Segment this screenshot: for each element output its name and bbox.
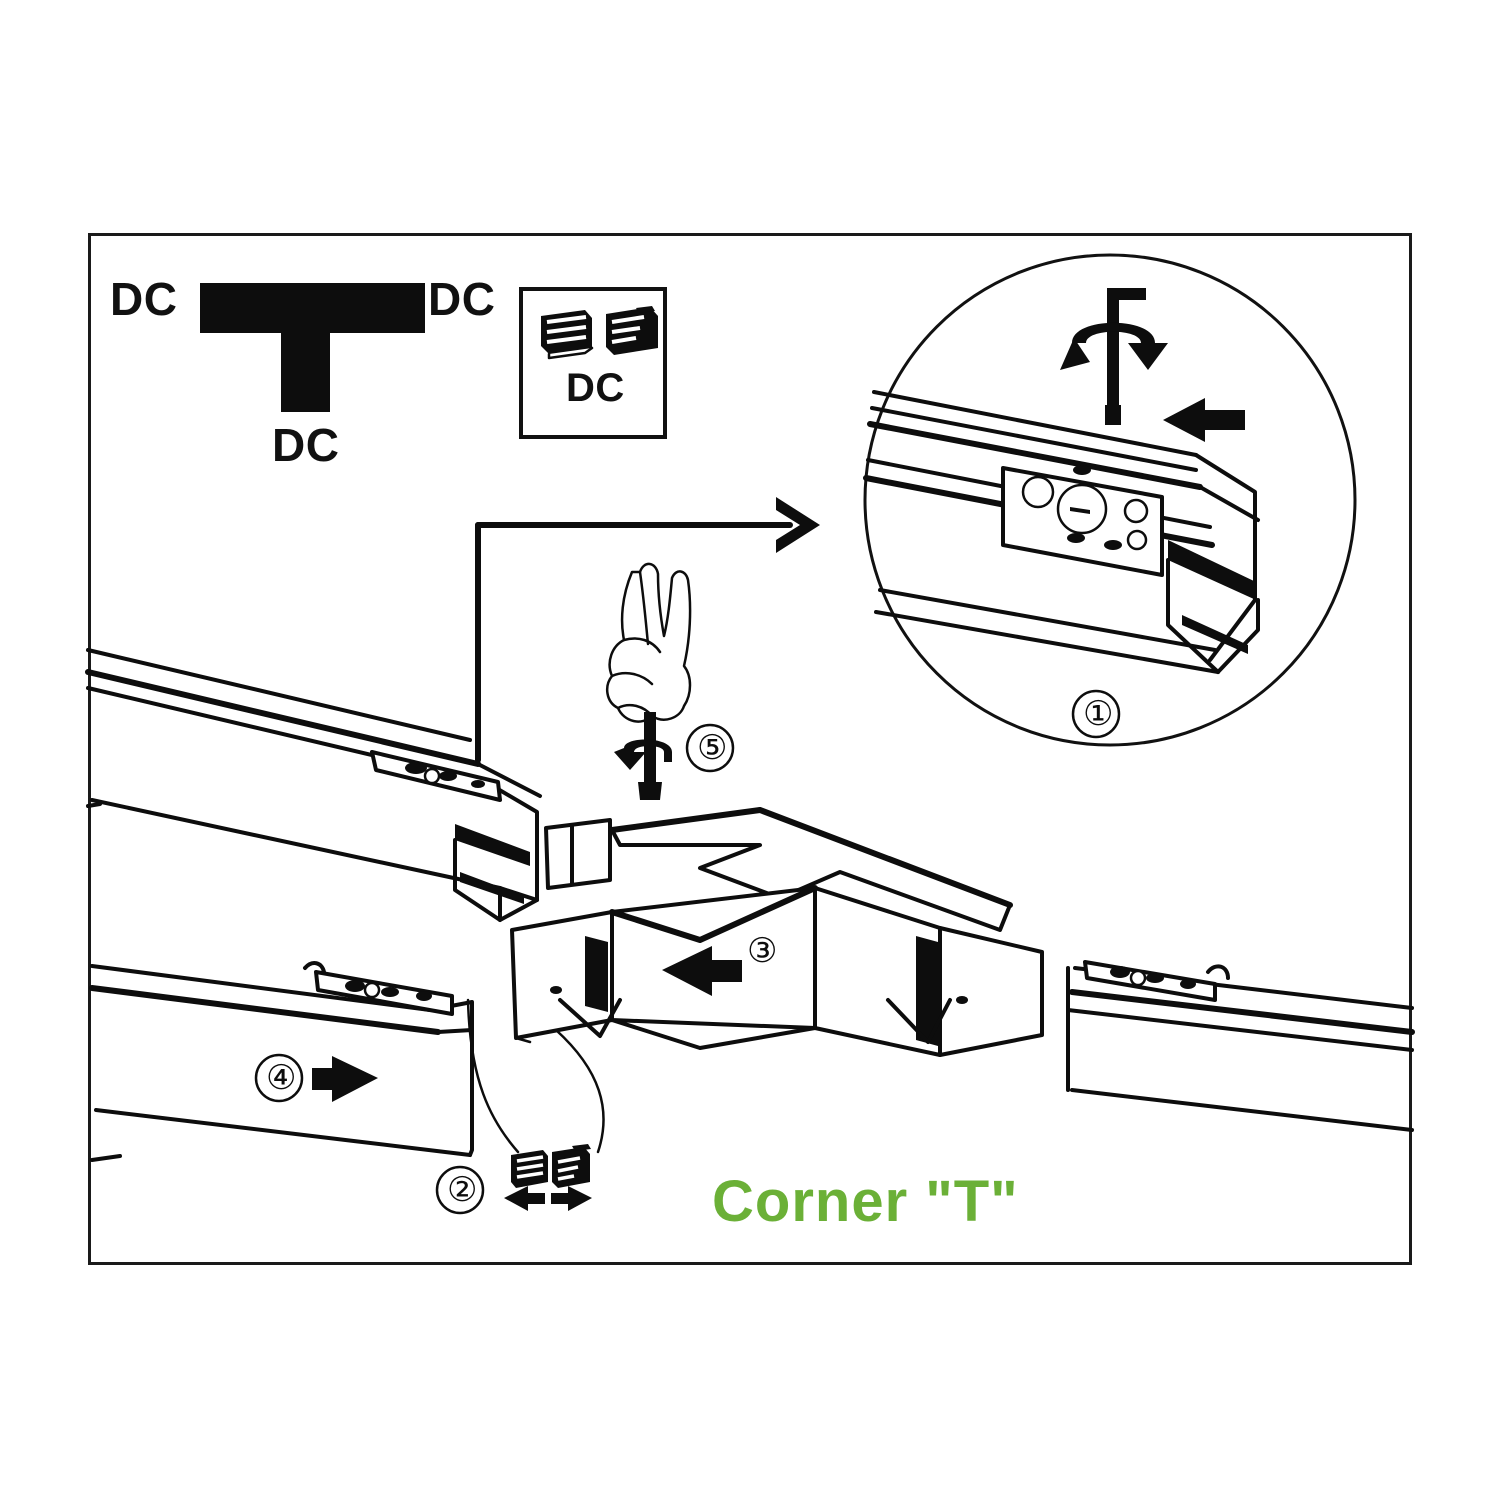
- step-5-label: ⑤: [697, 729, 728, 767]
- dc-label-bottom: DC: [272, 419, 340, 471]
- step-4-label: ④: [266, 1059, 297, 1097]
- legend-box: [519, 287, 667, 439]
- t-schematic-horizontal-bar: [200, 283, 425, 333]
- step-3-label: ③: [747, 932, 778, 970]
- dc-label-left: DC: [110, 273, 178, 325]
- dc-label-right: DC: [428, 273, 496, 325]
- legend-dc-label: DC: [566, 366, 625, 410]
- t-schematic-vertical-bar: [281, 333, 330, 412]
- step-1-label: ①: [1083, 695, 1114, 733]
- diagram-title: Corner "T": [712, 1169, 1019, 1234]
- step-2-label: ②: [447, 1171, 478, 1209]
